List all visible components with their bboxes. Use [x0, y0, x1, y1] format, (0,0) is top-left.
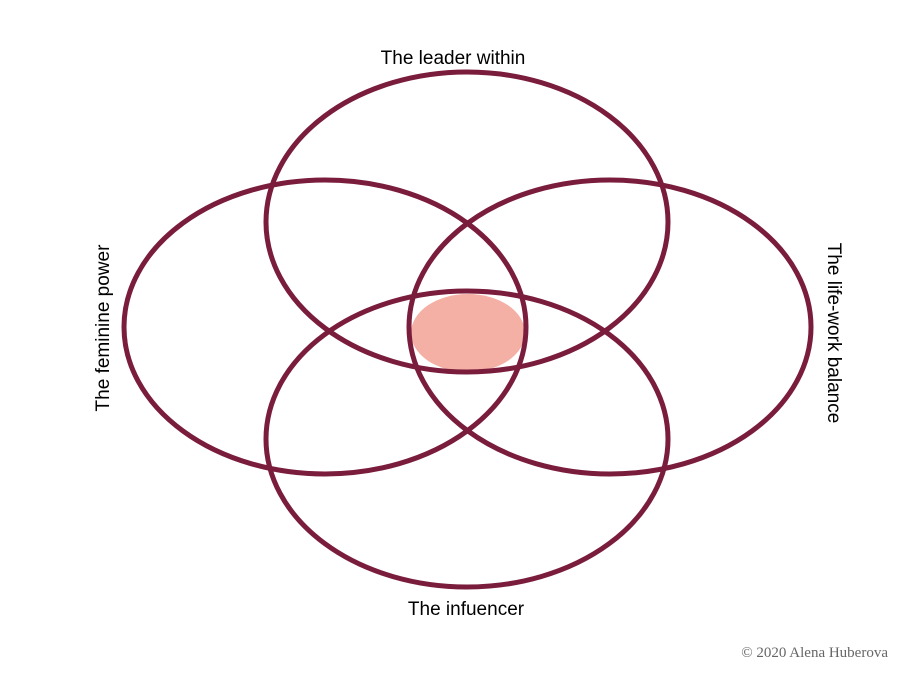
label-bottom: The infuencer — [408, 599, 525, 620]
ring-leader-within — [263, 69, 671, 375]
copyright-credit: © 2020 Alena Huberova — [741, 645, 888, 661]
ring-feminine-power — [121, 177, 529, 477]
label-left: The feminine power — [93, 244, 114, 412]
center-highlight — [411, 294, 525, 372]
ring-life-work-balance — [406, 177, 814, 477]
label-top: The leader within — [381, 48, 526, 69]
label-right: The life-work balance — [823, 243, 844, 424]
ring-infuencer — [263, 288, 671, 590]
